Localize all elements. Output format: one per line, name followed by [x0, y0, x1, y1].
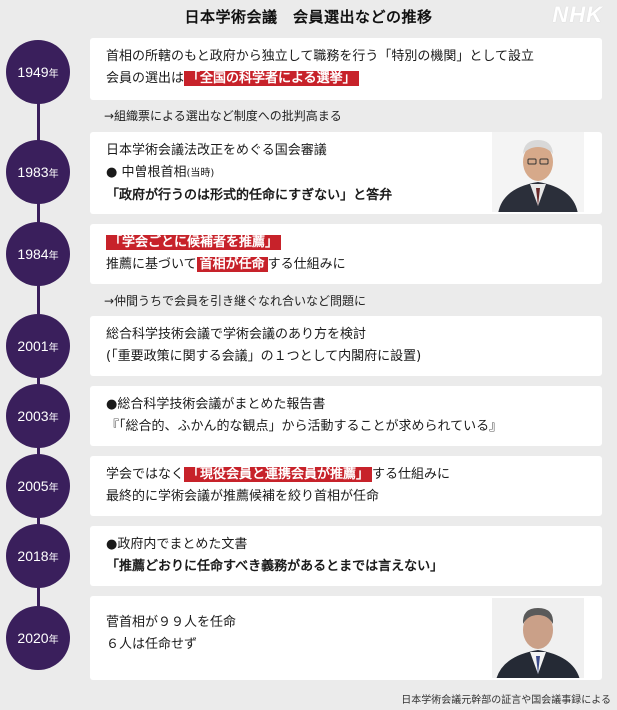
card-text: 菅首相が９９人を任命	[106, 615, 237, 630]
card-text-prefix: 推薦に基づいて	[106, 257, 197, 272]
source-credit: 日本学術会議元幹部の証言や国会議事録による	[401, 695, 611, 706]
year-badge-2018: 2018年	[6, 524, 70, 588]
card-text: ●総合科学技術会議がまとめた報告書	[106, 397, 326, 412]
nakasone-photo	[492, 132, 584, 212]
card-1984: 「学会ごとに候補者を推薦」 推薦に基づいて首相が任命する仕組みに	[90, 224, 602, 284]
card-quote: 「政府が行うのは形式的任命にすぎない」と答弁	[106, 188, 393, 203]
year-badge-1984: 1984年	[6, 222, 70, 286]
card-2020: 菅首相が９９人を任命 ６人は任命せず	[90, 596, 602, 680]
highlight-label: 「現役会員と連携会員が推薦」	[184, 467, 373, 482]
card-2001: 総合科学技術会議で学術会議のあり方を検討 (「重要政策に関する会議」の１つとして…	[90, 316, 602, 376]
card-text-suffix: する仕組みに	[372, 467, 451, 482]
highlight-label: 首相が任命	[196, 257, 268, 272]
year-badge-2005: 2005年	[6, 454, 70, 518]
year-number: 2005	[17, 478, 49, 494]
year-badge-2003: 2003年	[6, 384, 70, 448]
card-text: 「学会ごとに候補者を推薦」	[106, 232, 590, 254]
card-text-small: (当時)	[186, 168, 215, 179]
suga-photo	[492, 598, 584, 678]
year-suffix: 年	[48, 169, 59, 180]
nhk-logo: NHK	[552, 2, 603, 27]
year-suffix: 年	[48, 69, 59, 80]
year-number: 1949	[17, 64, 49, 80]
year-number: 2020	[17, 630, 49, 646]
card-text-prefix: 学会ではなく	[106, 467, 185, 482]
card-text-suffix: する仕組みに	[267, 257, 346, 272]
card-quote: 「推薦どおりに任命すべき義務があるとまでは言えない」	[106, 559, 444, 574]
card-text: 学会ではなく「現役会員と連携会員が推薦」する仕組みに	[106, 464, 590, 486]
year-suffix: 年	[48, 343, 59, 354]
card-text: 首相の所轄のもと政府から独立して職務を行う「特別の機関」として設立	[106, 49, 534, 64]
page-title: 日本学術会議 会員選出などの推移	[184, 8, 433, 26]
note-after-1949: →組織票による選出など制度への批判高まる	[104, 109, 342, 123]
card-text: 会員の選出は「全国の科学者による選挙」	[106, 68, 590, 90]
card-text: ６人は任命せず	[106, 637, 198, 652]
year-suffix: 年	[48, 413, 59, 424]
year-suffix: 年	[48, 251, 59, 262]
card-1983: 日本学術会議法改正をめぐる国会審議 ● 中曽根首相(当時) 「政府が行うのは形式…	[90, 132, 602, 214]
highlight-label: 「全国の科学者による選挙」	[184, 71, 359, 86]
card-2005: 学会ではなく「現役会員と連携会員が推薦」する仕組みに 最終的に学術会議が推薦候補…	[90, 456, 602, 516]
year-badge-1983: 1983年	[6, 140, 70, 204]
year-badge-1949: 1949年	[6, 40, 70, 104]
year-number: 1984	[17, 246, 49, 262]
card-text: ● 中曽根首相(当時)	[106, 162, 590, 185]
year-suffix: 年	[48, 483, 59, 494]
card-text-prefix: 会員の選出は	[106, 71, 185, 86]
year-badge-2001: 2001年	[6, 314, 70, 378]
card-text-prefix: ● 中曽根首相	[106, 165, 187, 180]
card-text: ●政府内でまとめた文書	[106, 537, 248, 552]
highlight-label: 「学会ごとに候補者を推薦」	[106, 235, 282, 250]
year-suffix: 年	[48, 553, 59, 564]
card-text: 日本学術会議法改正をめぐる国会審議	[106, 143, 327, 158]
year-number: 2018	[17, 548, 49, 564]
card-text: 『「総合的、ふかん的な観点」から活動することが求められている』	[106, 419, 503, 434]
card-text: 推薦に基づいて首相が任命する仕組みに	[106, 254, 590, 276]
year-number: 2001	[17, 338, 49, 354]
year-suffix: 年	[48, 635, 59, 646]
card-1949: 首相の所轄のもと政府から独立して職務を行う「特別の機関」として設立 会員の選出は…	[90, 38, 602, 100]
card-text: 総合科学技術会議で学術会議のあり方を検討	[106, 327, 367, 342]
note-after-1984: →仲間うちで会員を引き継ぐなれ合いなど問題に	[104, 294, 367, 308]
card-2003: ●総合科学技術会議がまとめた報告書 『「総合的、ふかん的な観点」から活動すること…	[90, 386, 602, 446]
card-text: 最終的に学術会議が推薦候補を絞り首相が任命	[106, 489, 380, 504]
card-2018: ●政府内でまとめた文書 「推薦どおりに任命すべき義務があるとまでは言えない」	[90, 526, 602, 586]
year-badge-2020: 2020年	[6, 606, 70, 670]
year-number: 2003	[17, 408, 49, 424]
card-text: (「重要政策に関する会議」の１つとして内閣府に設置)	[106, 349, 422, 364]
year-number: 1983	[17, 164, 49, 180]
